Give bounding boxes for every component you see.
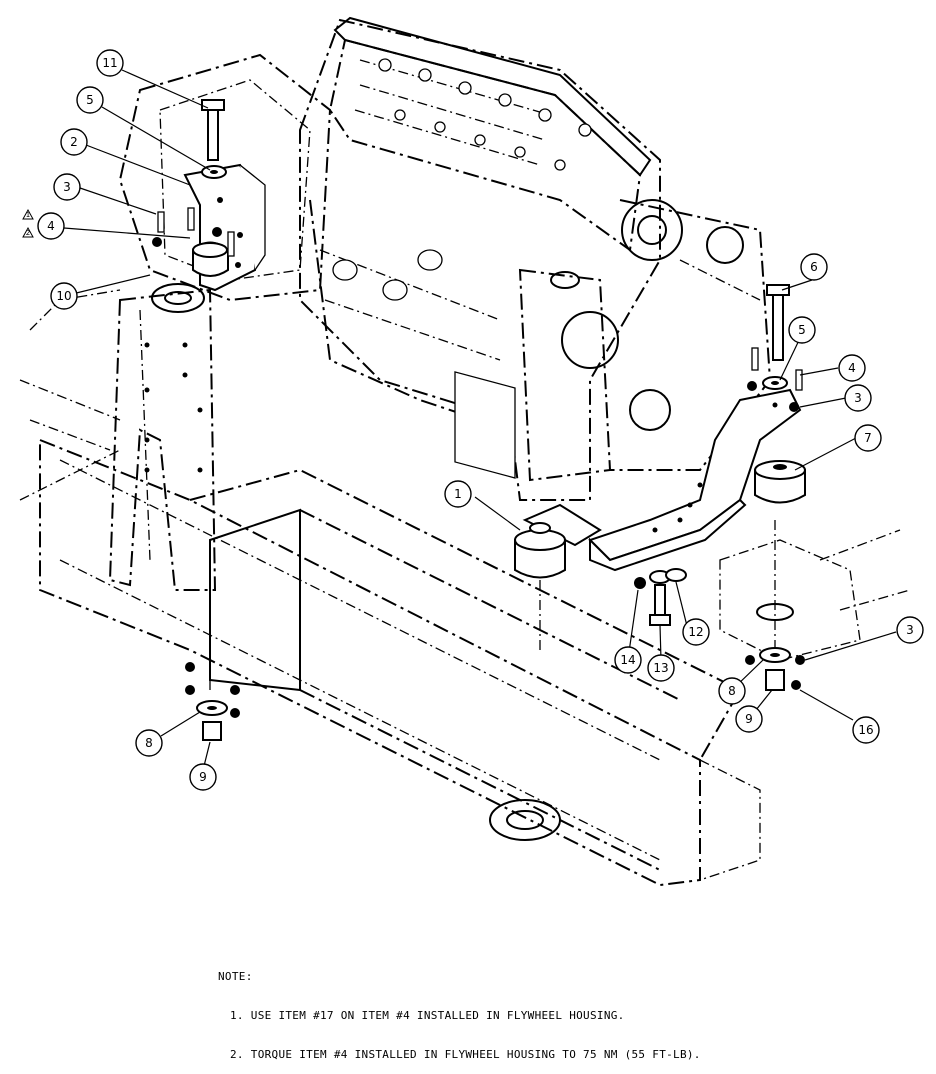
note-line-2: 2. TORQUE ITEM #4 INSTALLED IN FLYWHEEL … (230, 1048, 701, 1061)
callout-9-left: 9 (189, 763, 217, 791)
svg-text:1: 1 (454, 487, 462, 501)
svg-text:14: 14 (620, 653, 635, 667)
note-line-1: 1. USE ITEM #17 ON ITEM #4 INSTALLED IN … (230, 1009, 625, 1022)
note-flag-2: 2 (22, 226, 34, 238)
svg-text:4: 4 (848, 361, 856, 375)
svg-text:13: 13 (653, 661, 668, 675)
callout-9-right: 9 (735, 705, 763, 733)
callout-5: 5 (76, 86, 104, 114)
svg-text:1: 1 (26, 211, 30, 219)
svg-text:5: 5 (86, 93, 94, 107)
exploded-parts-diagram: 11 5 2 3 4 10 6 5 4 3 7 1 (19, 16, 924, 1061)
callout-3-right: 3 (844, 384, 872, 412)
svg-text:7: 7 (864, 431, 872, 445)
svg-text:2: 2 (70, 135, 78, 149)
svg-text:4: 4 (47, 219, 55, 233)
callout-8-right: 8 (718, 677, 746, 705)
svg-text:10: 10 (56, 289, 71, 303)
svg-text:3: 3 (63, 180, 71, 194)
callout-4: 4 (37, 212, 65, 240)
svg-text:9: 9 (745, 712, 753, 726)
callout-12: 12 (682, 618, 710, 646)
svg-text:8: 8 (145, 736, 153, 750)
callout-1: 1 (444, 480, 472, 508)
callout-10: 10 (50, 282, 78, 310)
callout-leaders (63, 69, 897, 771)
left-frame-rail (29, 283, 217, 591)
svg-text:9: 9 (199, 770, 207, 784)
svg-text:5: 5 (798, 323, 806, 337)
callout-5-right: 5 (788, 316, 816, 344)
callout-11: 11 (96, 49, 124, 77)
callout-14: 14 (614, 646, 642, 674)
notes-block: NOTE: 1. USE ITEM #17 ON ITEM #4 INSTALL… (218, 944, 701, 1074)
callout-7: 7 (854, 424, 882, 452)
diagram-drawing: 11 5 2 3 4 10 6 5 4 3 7 1 (19, 16, 924, 887)
callout-4-right: 4 (838, 354, 866, 382)
svg-text:8: 8 (728, 684, 736, 698)
svg-text:12: 12 (688, 625, 703, 639)
notes-title: NOTE: (218, 970, 253, 983)
engine-assembly (118, 16, 772, 501)
front-frame-crossmember (19, 379, 761, 887)
svg-text:16: 16 (858, 723, 873, 737)
lower-right-hardware (719, 520, 911, 691)
svg-text:6: 6 (810, 260, 818, 274)
callout-3-lower: 3 (896, 616, 924, 644)
callout-16: 16 (852, 716, 880, 744)
callout-13: 13 (647, 654, 675, 682)
svg-text:3: 3 (906, 623, 914, 637)
callout-3: 3 (53, 173, 81, 201)
svg-text:2: 2 (26, 229, 30, 237)
svg-text:11: 11 (102, 56, 117, 70)
svg-text:3: 3 (854, 391, 862, 405)
note-flag-1: 1 (22, 208, 34, 220)
callout-8-left: 8 (135, 729, 163, 757)
callout-2: 2 (60, 128, 88, 156)
right-engine-mount (514, 284, 806, 626)
callout-6: 6 (800, 253, 828, 281)
left-engine-mount (152, 99, 266, 292)
lower-left-hardware (185, 620, 240, 741)
